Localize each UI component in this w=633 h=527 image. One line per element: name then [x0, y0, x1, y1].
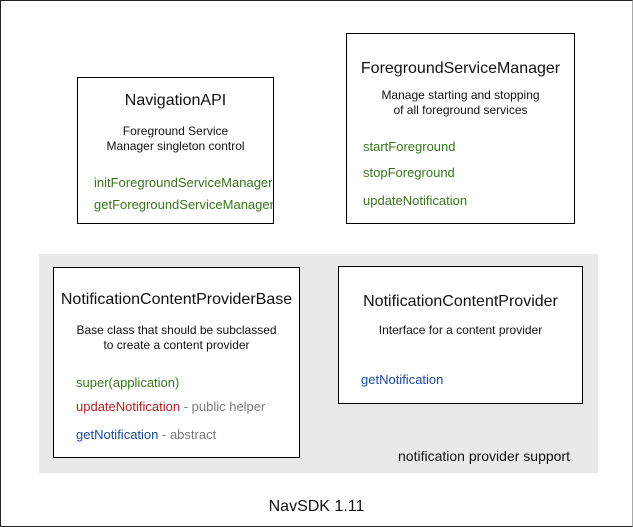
description-line: Manage starting and stopping	[381, 88, 540, 102]
method-init-foreground-service-manager: initForegroundServiceManager	[94, 176, 272, 190]
navigation-api-description: Foreground Service Manager singleton con…	[78, 124, 273, 154]
notification-content-provider-base-description: Base class that should be subclassed to …	[54, 323, 299, 353]
notification-content-provider-description: Interface for a content provider	[339, 323, 582, 338]
method-get-foreground-service-manager: getForegroundServiceManager	[94, 198, 274, 212]
description-line: to create a content provider	[103, 338, 250, 352]
method-label: stopForeground	[363, 165, 455, 180]
description-line: Manager singleton control	[106, 139, 245, 153]
notification-content-provider-box: NotificationContentProvider Interface fo…	[338, 266, 583, 404]
foreground-service-manager-title: ForegroundServiceManager	[360, 60, 561, 77]
notification-content-provider-base-title: NotificationContentProviderBase	[60, 291, 293, 308]
notification-content-provider-base-box: NotificationContentProviderBase Base cla…	[53, 267, 300, 458]
method-label: startForeground	[363, 139, 456, 154]
method-start-foreground: startForeground	[363, 140, 456, 154]
description-line: of all foreground services	[393, 103, 528, 117]
method-update-notification: updateNotification - public helper	[76, 400, 265, 414]
method-suffix: - public helper	[180, 399, 266, 414]
description-line: Base class that should be subclassed	[76, 323, 277, 337]
description-line: Interface for a content provider	[378, 323, 543, 337]
method-label: getNotification	[76, 427, 159, 442]
description-line: Foreground Service	[122, 124, 229, 138]
navigation-api-box: NavigationAPI Foreground Service Manager…	[77, 77, 274, 224]
method-update-notification: updateNotification	[363, 194, 467, 208]
method-get-notification: getNotification	[361, 373, 443, 387]
notification-content-provider-title: NotificationContentProvider	[363, 293, 558, 310]
foreground-service-manager-box: ForegroundServiceManager Manage starting…	[346, 33, 575, 224]
method-get-notification: getNotification - abstract	[76, 428, 216, 442]
method-label: getNotification	[361, 372, 444, 387]
method-label: updateNotification	[363, 193, 468, 208]
method-suffix: - abstract	[158, 427, 217, 442]
method-label: super(application)	[76, 375, 180, 390]
panel-caption: notification provider support	[398, 448, 570, 464]
method-label: initForegroundServiceManager	[94, 175, 273, 190]
method-stop-foreground: stopForeground	[363, 166, 455, 180]
navigation-api-title: NavigationAPI	[124, 92, 227, 109]
method-super-application: super(application)	[76, 376, 179, 390]
method-label: getForegroundServiceManager	[94, 197, 274, 212]
sdk-version-label: NavSDK 1.11	[268, 498, 365, 515]
foreground-service-manager-description: Manage starting and stopping of all fore…	[347, 88, 574, 118]
method-label: updateNotification	[76, 399, 181, 414]
